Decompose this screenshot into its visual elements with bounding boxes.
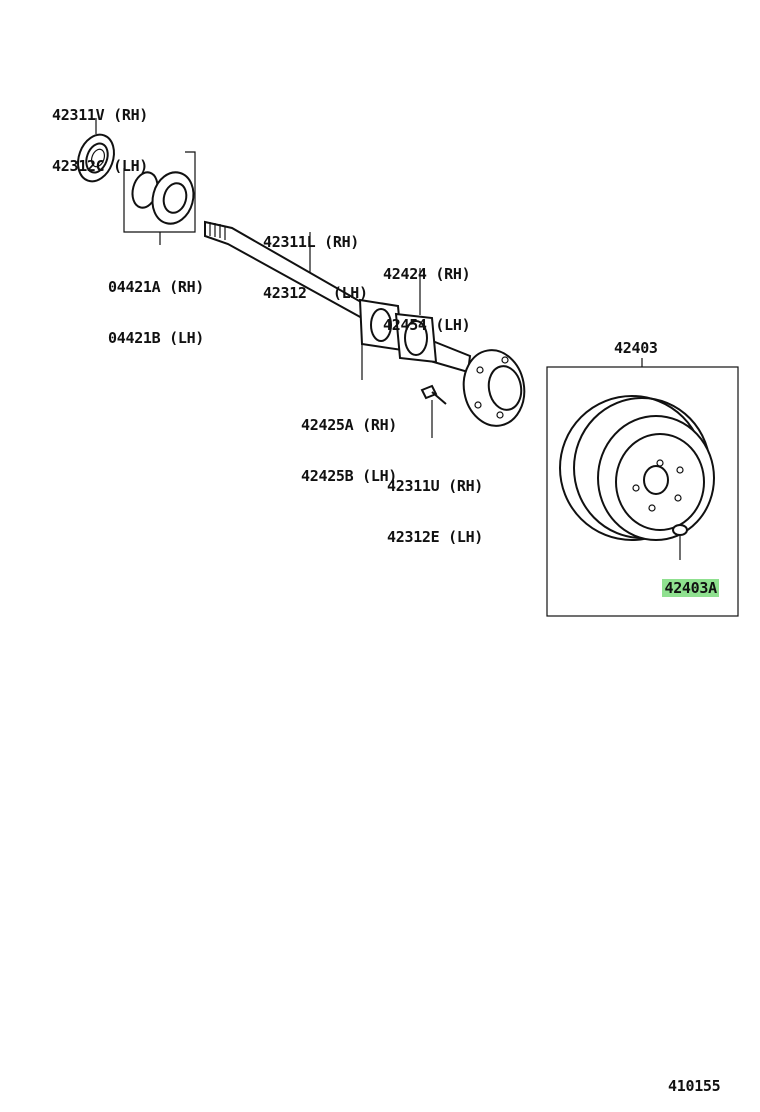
part-number-axle-shaft-lh[interactable]: 42312 (LH) <box>263 284 368 302</box>
part-number-axle-shaft-rh[interactable]: 42311L (RH) <box>263 233 360 251</box>
part-number-gasket-rh[interactable]: 42425A (RH) <box>301 416 398 434</box>
retainer-drawing[interactable] <box>394 268 438 364</box>
brake-drum-drawing[interactable] <box>546 358 739 617</box>
part-number-gasket-lh[interactable]: 42425B (LH) <box>301 467 398 485</box>
bearing-drawing[interactable] <box>123 151 199 245</box>
part-number-bearing-rh[interactable]: 04421A (RH) <box>108 278 205 296</box>
label-retainer[interactable]: 42424 (RH) 42454 (LH) <box>383 232 471 351</box>
drum-plug-drawing[interactable] <box>672 524 688 560</box>
label-bearing[interactable]: 04421A (RH) 04421B (LH) <box>108 245 204 364</box>
part-number-retainer-lh[interactable]: 42454 (LH) <box>383 316 471 334</box>
axle-flange-drawing[interactable] <box>458 345 530 430</box>
oil-seal-drawing[interactable] <box>72 118 120 186</box>
part-number-oil-seal-lh[interactable]: 42312C (LH) <box>52 157 149 175</box>
label-axle-shaft[interactable]: 42311L (RH) 42312 (LH) <box>263 200 368 319</box>
part-number-drum-plug-highlight[interactable]: 42403A <box>662 579 719 597</box>
part-number-drum-plug[interactable]: 42403A <box>645 563 719 597</box>
label-gasket[interactable]: 42425A (RH) 42425B (LH) <box>301 383 397 502</box>
hub-bolt-drawing[interactable] <box>420 384 447 438</box>
label-oil-seal[interactable]: 42311V (RH) 42312C (LH) <box>52 73 148 192</box>
label-hub-bolt[interactable]: 42311U (RH) 42312E (LH) <box>387 444 483 563</box>
part-number-brake-drum[interactable]: 42403 <box>614 339 658 357</box>
part-number-hub-bolt-lh[interactable]: 42312E (LH) <box>387 528 484 546</box>
diagram-id: 410155 <box>668 1077 721 1095</box>
part-number-hub-bolt-rh[interactable]: 42311U (RH) <box>387 477 484 495</box>
part-number-oil-seal-rh[interactable]: 42311V (RH) <box>52 106 149 124</box>
part-number-bearing-lh[interactable]: 04421B (LH) <box>108 329 205 347</box>
part-number-retainer-rh[interactable]: 42424 (RH) <box>383 265 471 283</box>
